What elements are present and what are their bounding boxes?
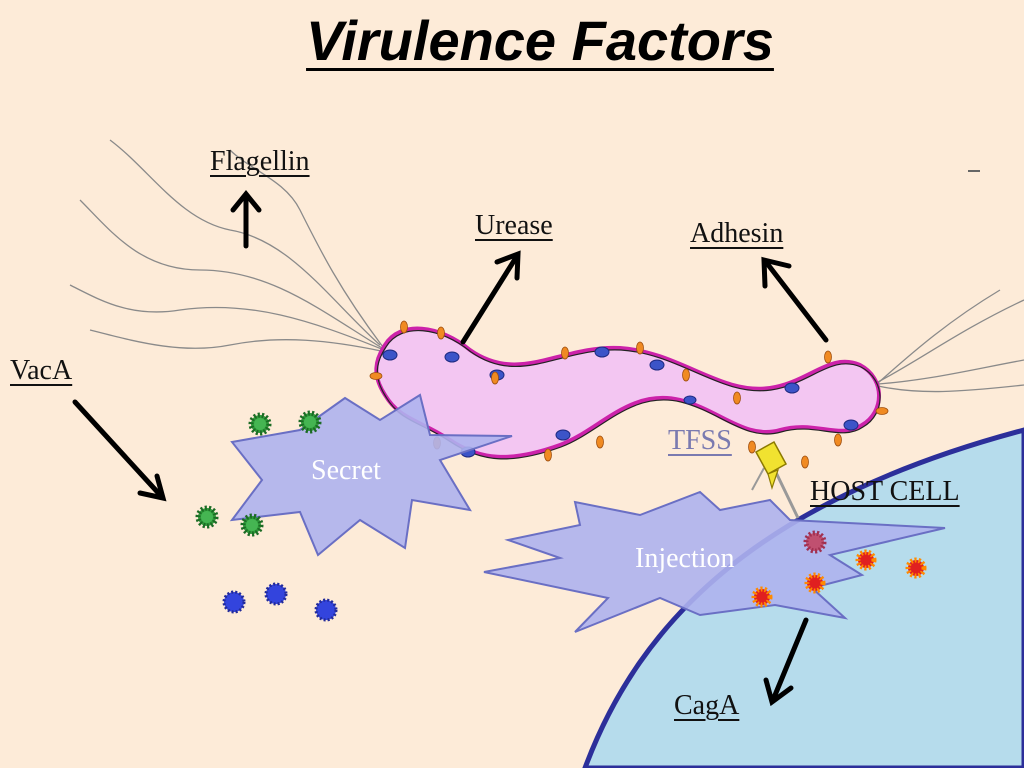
injection-label: Injection: [635, 543, 735, 574]
arrows: [72, 190, 829, 707]
flagella-left: [69, 139, 387, 353]
secret-label: Secret: [311, 455, 381, 486]
caga-particles: [751, 530, 927, 608]
blue-particles: [222, 582, 338, 622]
vaca-arrow: [72, 399, 165, 500]
vaca-label: VacA: [10, 355, 73, 386]
host-cell-label: HOST CELL: [810, 476, 960, 507]
adhesin-label: Adhesin: [690, 218, 784, 249]
caga-label: CagA: [674, 690, 740, 721]
urease-arrow: [460, 253, 520, 345]
tfss-needle: [751, 440, 800, 519]
slide-title: Virulence Factors: [306, 9, 774, 72]
flagella-right: [877, 289, 1024, 393]
flagellin-label: Flagellin: [210, 146, 310, 177]
urease-label: Urease: [475, 210, 553, 241]
adhesin-arrow: [763, 259, 829, 343]
tfss-label: TFSS: [668, 425, 732, 456]
vaca-particles: [195, 410, 322, 537]
injection-burst: [483, 490, 946, 633]
secret-burst: [229, 393, 513, 557]
caga-arrow: [770, 617, 809, 703]
